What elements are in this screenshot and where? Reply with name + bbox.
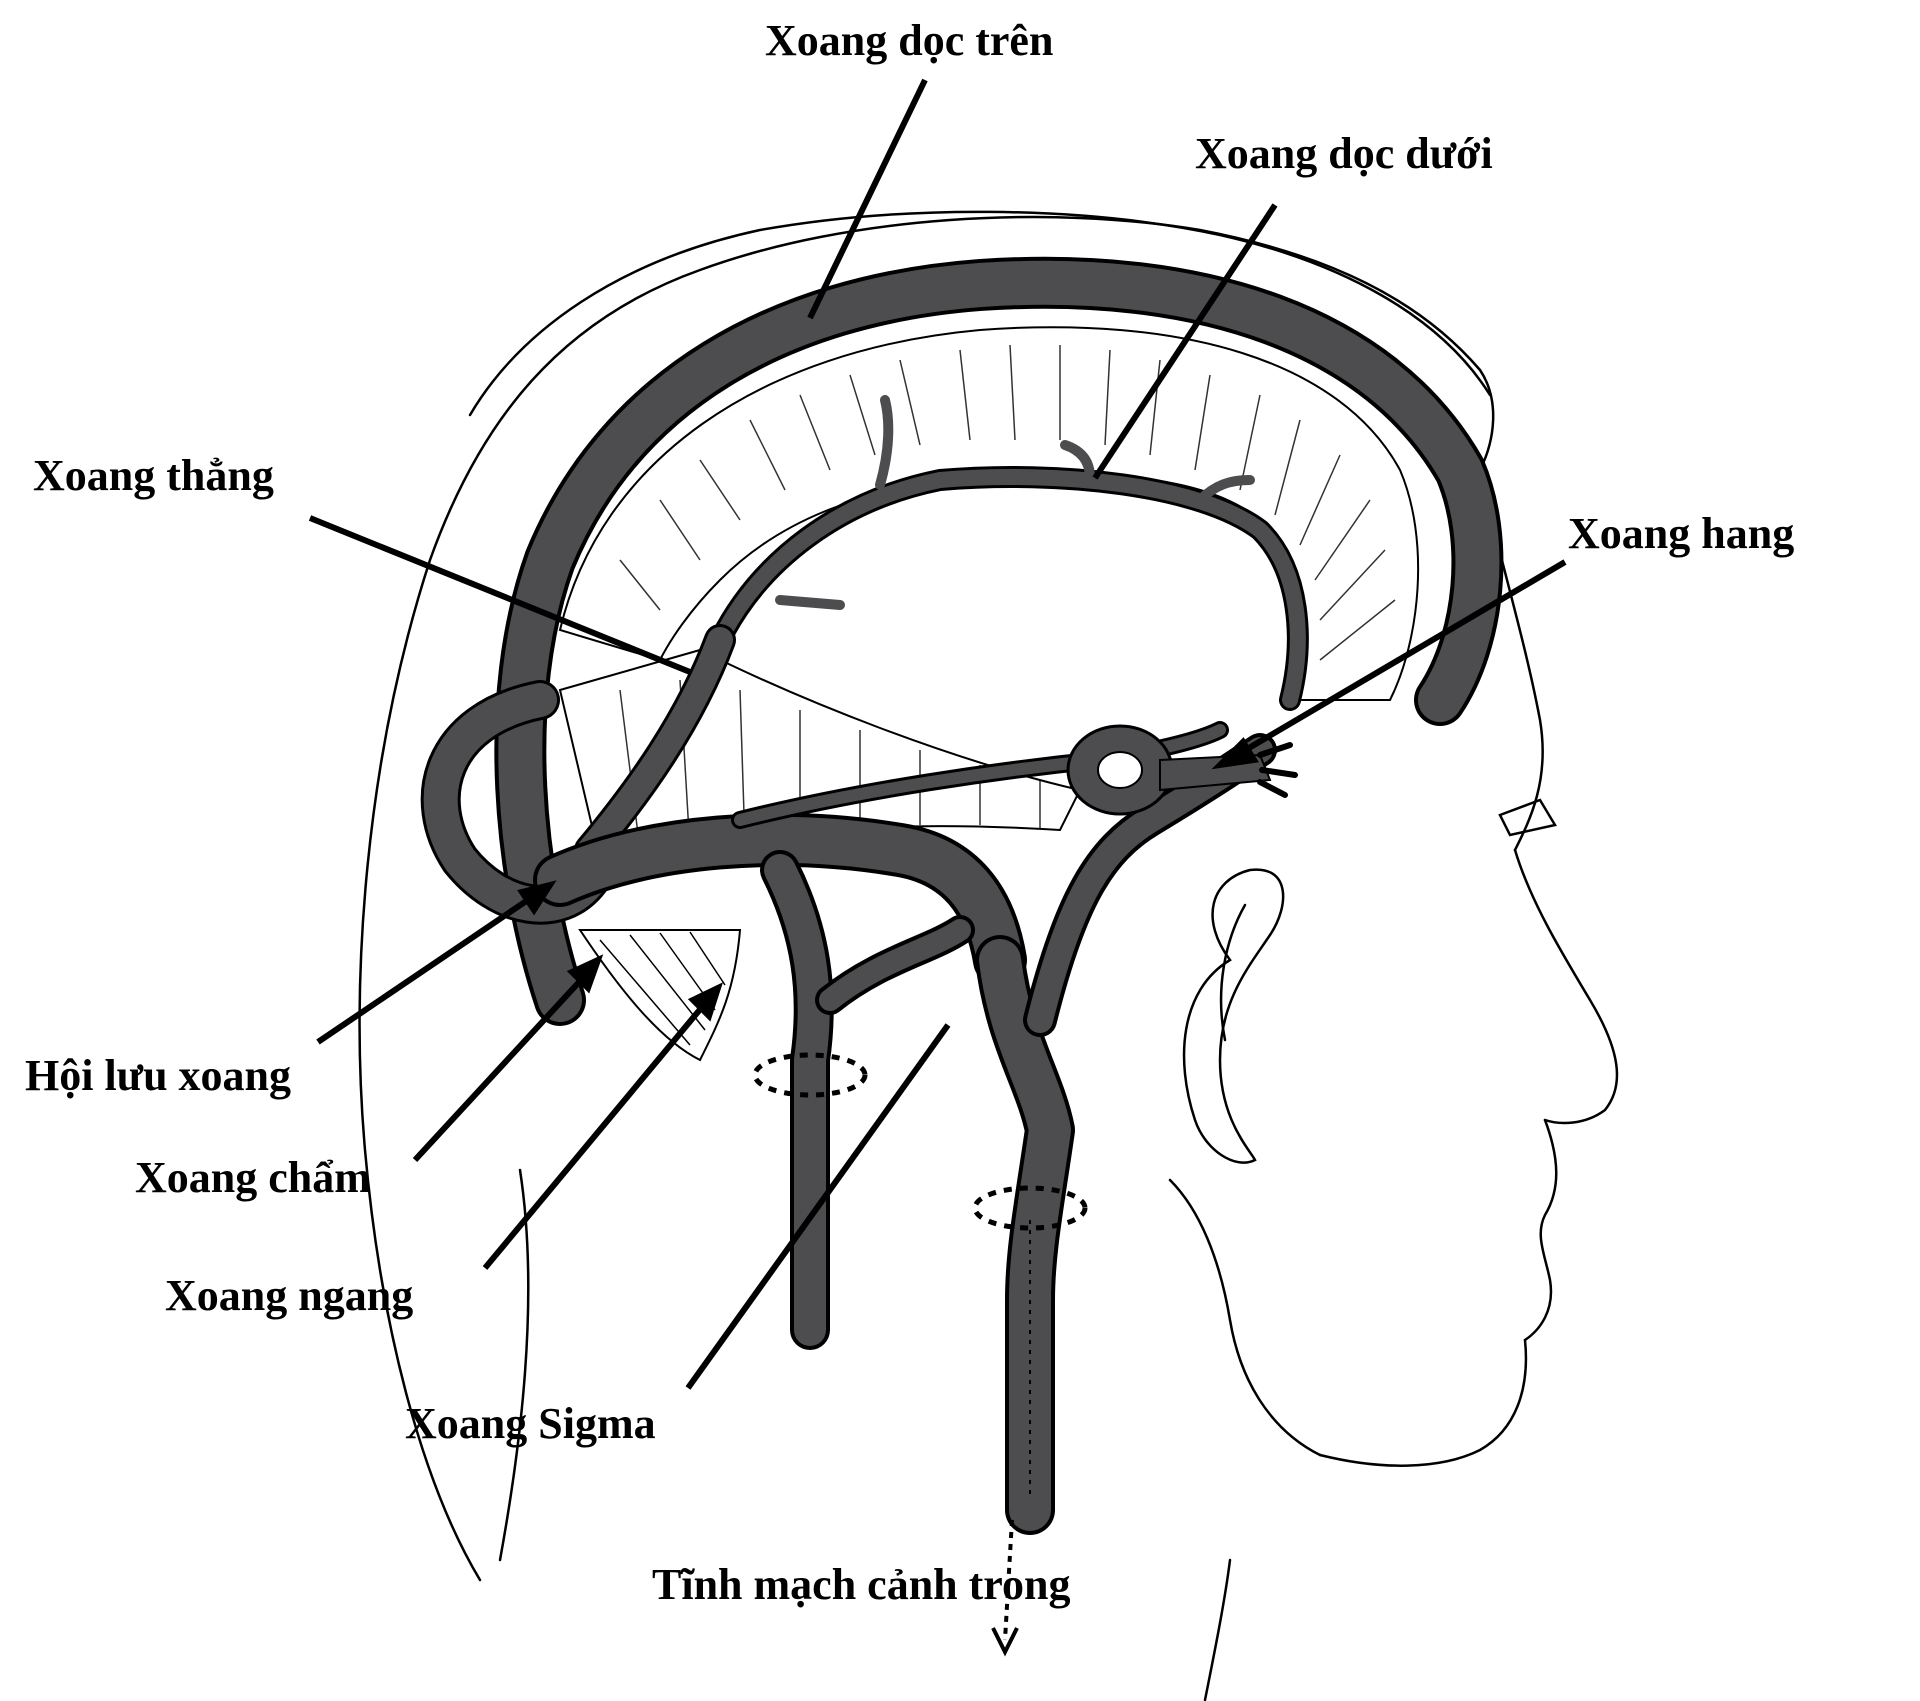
label-superior-sagittal-sinus: Xoang dọc trên: [765, 16, 1054, 65]
arrow-sigmoid: [685, 1023, 951, 1390]
skull-outline: [358, 215, 1495, 1582]
eye-outline: [1498, 798, 1557, 837]
label-straight-sinus: Xoang thẳng: [33, 451, 274, 500]
ear-outline: [1182, 868, 1285, 1164]
arrow-occipital: [412, 965, 595, 1163]
label-sigmoid-sinus: Xoang Sigma: [405, 1399, 656, 1448]
ear-inner-outline: [1219, 903, 1247, 1042]
jaw-outline: [1168, 1178, 1322, 1457]
venous-sinuses: [420, 256, 1504, 1535]
arrow-cavernous: [1218, 559, 1567, 768]
label-inferior-sagittal-sinus: Xoang dọc dưới: [1195, 129, 1493, 178]
cavernous-sinus-cluster: [1066, 724, 1298, 816]
outer-scalp-outline: [468, 210, 1492, 417]
arrow-transverse: [482, 993, 715, 1270]
jugular-outflow-arrow: [991, 1519, 1019, 1657]
arrow-confluence: [316, 882, 552, 1045]
arrow-straight: [308, 515, 692, 675]
lips-outline: [1523, 1118, 1558, 1342]
arrow-superior-sagittal: [807, 78, 928, 320]
arrow-transverse-head: [687, 982, 723, 1022]
arrow-inferior-sagittal: [1092, 203, 1278, 480]
jugular-foramen-markers: [752, 1052, 1088, 1231]
nose-outline: [1513, 848, 1619, 1125]
neck-front-outline: [1203, 1558, 1232, 1701]
chin-outline: [1318, 1338, 1528, 1467]
arrow-occipital-head: [566, 954, 604, 994]
arrow-cavernous-head: [1211, 737, 1259, 770]
label-occipital-sinus: Xoang chẩm: [135, 1153, 371, 1202]
arrow-confluence-head: [517, 880, 557, 916]
label-internal-jugular-vein: Tĩnh mạch cảnh trong: [652, 1560, 1071, 1609]
falx-cerebri: [558, 326, 1420, 701]
leader-arrows: [308, 78, 1567, 1390]
label-transverse-sinus: Xoang ngang: [165, 1271, 414, 1320]
tributary-veins: [775, 395, 1255, 610]
label-confluence-of-sinuses: Hội lưu xoang: [25, 1051, 292, 1100]
label-cavernous-sinus: Xoang hang: [1568, 509, 1795, 558]
occipital-falx-region: [578, 929, 742, 1062]
